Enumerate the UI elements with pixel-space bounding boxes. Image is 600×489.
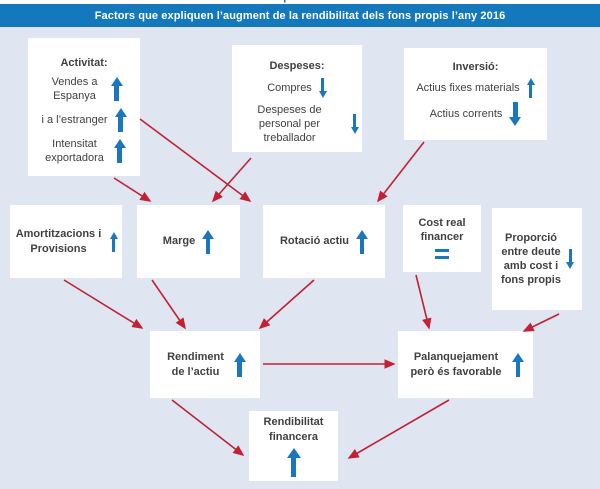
equals-icon (435, 247, 449, 260)
node-amortitzacions: Amortitzacions i Provisions (10, 205, 122, 278)
node-despeses: Despeses: Compres Despeses de personal p… (232, 45, 362, 152)
edge-proporcio-to-palanquejament (522, 313, 560, 332)
edge-amortitzacions-to-rendiment (63, 279, 144, 329)
node-palanquejament-content: Palanquejament però és favorable (407, 350, 524, 378)
node-label: Palanquejament però és favorable (410, 351, 502, 378)
node-label: Marge (162, 235, 196, 248)
edge-inversio-to-rotacio (377, 141, 425, 203)
down-arrow-icon (351, 114, 359, 134)
node-cost-real-financer: Cost real financer (403, 205, 481, 272)
node-inversio: Inversió: Actius fixes materials Actius … (404, 48, 547, 140)
node-despeses-item-2: Despeses de personal per treballador (236, 103, 359, 145)
down-arrow-icon (319, 78, 327, 98)
node-despeses-item-1: Compres (267, 78, 327, 98)
node-activitat-item-2: i a l’estranger (41, 108, 126, 132)
node-activitat: Activitat: Vendes a Espanya i a l’estran… (28, 38, 140, 176)
node-label: Proporció entre deute amb cost i fons pr… (501, 231, 561, 287)
up-arrow-icon (202, 230, 214, 254)
item-label: i a l’estranger (41, 114, 108, 127)
down-arrow-icon (509, 102, 521, 126)
item-label: Despeses de personal per treballador (257, 104, 322, 145)
node-rotacio-actiu: Rotació actiu (263, 205, 385, 278)
edge-rotacio-to-rendiment (258, 279, 315, 330)
node-inversio-item-2: Actius corrents (430, 102, 522, 126)
node-activitat-item-1: Vendes a Espanya (46, 75, 123, 103)
node-rendibilitat: Rendibilitat financera (249, 411, 338, 481)
figure-title-bar: Factors que expliquen l’augment de la re… (0, 4, 600, 27)
item-label: Actius corrents (429, 108, 503, 121)
node-proporcio: Proporció entre deute amb cost i fons pr… (492, 208, 582, 310)
node-label: Cost real financer (418, 217, 466, 244)
node-despeses-header: Despeses: (269, 60, 325, 72)
up-arrow-icon (234, 353, 246, 377)
node-activitat-item-3: Intensitat exportadora (43, 137, 126, 165)
edge-rendiment-to-rendibilitat (171, 399, 245, 456)
node-marge-content: Marge (163, 230, 214, 254)
node-label: Rotació actiu (279, 235, 350, 248)
up-arrow-icon (287, 448, 301, 477)
node-rotacio-content: Rotació actiu (280, 230, 368, 254)
up-arrow-icon (356, 230, 368, 254)
clipped-caption-text: Requadre 5.6 (0, 0, 600, 3)
node-label: Rendiment de l’actiu (167, 351, 224, 378)
node-label: Rendibilitat financera (263, 416, 324, 443)
edge-activitat-to-marge (113, 177, 152, 202)
up-arrow-icon (115, 108, 127, 132)
node-inversio-item-1: Actius fixes materials (416, 78, 534, 98)
item-label: Vendes a Espanya (51, 76, 98, 103)
edge-cost-to-palanquejament (415, 274, 432, 330)
clipped-caption: Requadre 5.6 (0, 0, 600, 4)
node-palanquejament: Palanquejament però és favorable (398, 331, 533, 398)
figure-title: Factors que expliquen l’augment de la re… (94, 9, 506, 22)
edge-despeses-to-marge (211, 157, 252, 203)
edge-palanquejament-to-rendibilitat (347, 399, 450, 459)
item-label: Intensitat exportadora (45, 138, 104, 165)
node-label: Amortitzacions i Provisions (15, 228, 102, 255)
down-arrow-icon (566, 249, 574, 269)
item-label: Actius fixes materials (416, 82, 520, 95)
node-marge: Marge (137, 205, 240, 278)
node-proporcio-content: Proporció entre deute amb cost i fons pr… (500, 231, 574, 287)
node-rendiment-content: Rendiment de l’actiu (165, 350, 246, 378)
up-arrow-icon (527, 78, 535, 98)
node-amortitzacions-content: Amortitzacions i Provisions (15, 227, 118, 255)
up-arrow-icon (114, 139, 126, 163)
node-activitat-header: Activitat: (60, 57, 108, 69)
node-inversio-header: Inversió: (452, 61, 499, 73)
node-rendiment: Rendiment de l’actiu (150, 331, 260, 398)
edge-marge-to-rendiment (151, 279, 186, 330)
up-arrow-icon (110, 232, 118, 252)
item-label: Compres (267, 82, 312, 95)
up-arrow-icon (111, 77, 123, 101)
up-arrow-icon (512, 353, 524, 377)
